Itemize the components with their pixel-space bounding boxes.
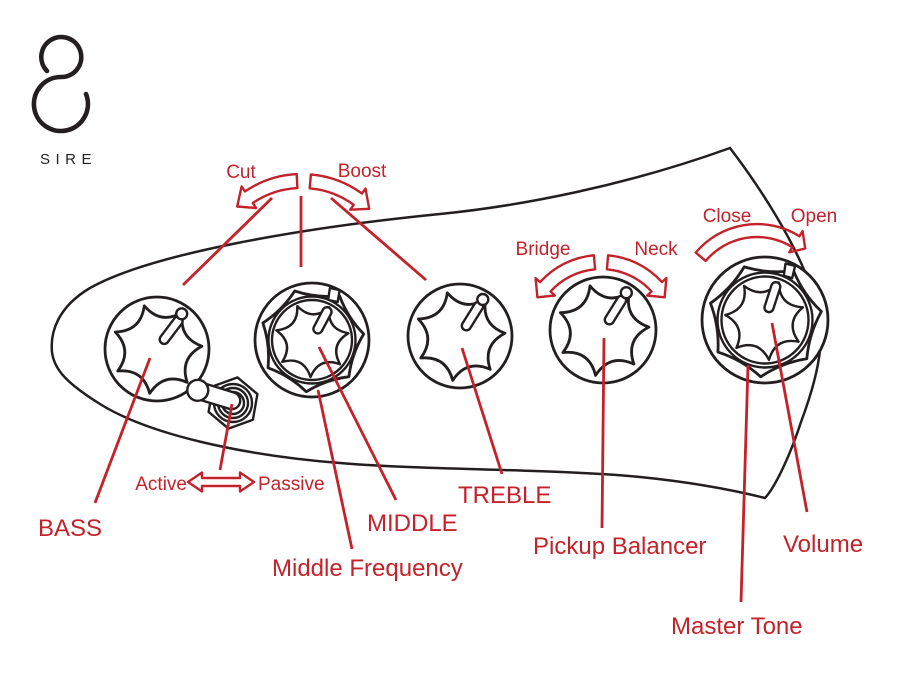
pointer-tip (174, 307, 189, 321)
treble-label: TREBLE (458, 482, 551, 509)
lever-tip (186, 378, 210, 403)
pointer-tip (619, 286, 633, 300)
bass-knob (103, 295, 211, 403)
master-tone-label-line (739, 364, 750, 603)
master-tone-label: Master Tone (671, 613, 803, 640)
brand-name: SIRE (40, 151, 97, 168)
sire-s-monogram-icon (31, 34, 91, 134)
middle-label: MIDDLE (367, 510, 458, 537)
knob-pointer (158, 315, 184, 346)
treble-label-line (460, 347, 504, 475)
switch-lever (186, 378, 242, 411)
knob-grip (113, 304, 204, 395)
close-label: Close (703, 206, 752, 227)
knob-pointer (603, 294, 628, 326)
pointer-tip (476, 292, 490, 307)
middle-label-line (317, 346, 398, 501)
inner-knob-grip (275, 304, 350, 379)
annotation-labels: Cut Boost Bridge Neck Close Open Active … (135, 161, 837, 495)
cut-arrow (236, 172, 299, 210)
knob-pointer (763, 281, 782, 314)
boost-arrow (308, 173, 371, 211)
callout-lines (93, 196, 809, 603)
cut-to-bass-line (182, 196, 273, 287)
control-labels: BASS MIDDLE Middle Frequency TREBLE Pick… (38, 482, 863, 640)
direction-arrows (186, 172, 807, 493)
neck-arrow (605, 254, 668, 299)
inner-knob-grip (724, 281, 805, 361)
pickup-balancer-label: Pickup Balancer (533, 533, 706, 560)
active-label: Active (135, 474, 187, 495)
volume-label-line (770, 322, 809, 513)
pickup-balancer-label-line (600, 337, 606, 529)
volume-label: Volume (783, 531, 863, 558)
bridge-label: Bridge (516, 239, 571, 260)
bass-label-line (93, 357, 152, 504)
sire-logo: SIRE (31, 34, 97, 168)
open-label: Open (791, 206, 837, 227)
knob-pointer (312, 306, 333, 335)
boost-to-treble-line (330, 196, 427, 282)
middle-stacked-knob (253, 281, 371, 399)
knob-grip (559, 284, 651, 377)
active-passive-double-arrow (186, 471, 256, 493)
treble-knob (406, 282, 514, 390)
neck-label: Neck (634, 239, 678, 260)
middle-frequency-label-line (316, 389, 354, 550)
boost-label: Boost (338, 161, 387, 182)
active-passive-switch (186, 376, 259, 430)
volume-stacked-knob (700, 255, 830, 385)
bass-label: BASS (38, 515, 102, 542)
passive-label: Passive (258, 474, 325, 495)
bridge-arrow (534, 254, 597, 299)
cut-label: Cut (226, 162, 256, 183)
middle-frequency-label: Middle Frequency (272, 555, 463, 582)
pickup-balancer-knob (548, 275, 658, 385)
knob-grip (416, 291, 507, 382)
close-open-arrow (694, 222, 807, 263)
switch-label-line (218, 403, 234, 471)
